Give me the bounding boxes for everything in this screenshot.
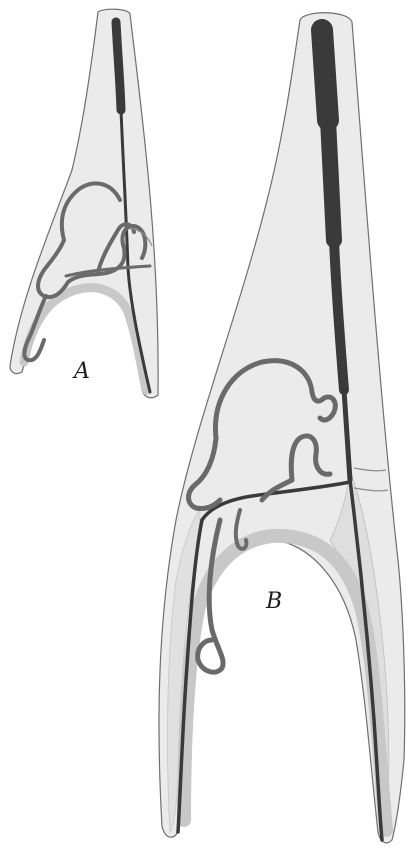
specimen-b-apical-canal (322, 30, 328, 120)
specimen-b-inner-arch (184, 536, 386, 830)
specimen-b-outline (159, 13, 405, 843)
specimen-a-apical-canal (116, 22, 121, 110)
specimen-b (159, 13, 405, 843)
panel-label-a: A (72, 359, 90, 384)
panel-label-b: B (265, 589, 282, 614)
specimen-a (10, 9, 158, 398)
